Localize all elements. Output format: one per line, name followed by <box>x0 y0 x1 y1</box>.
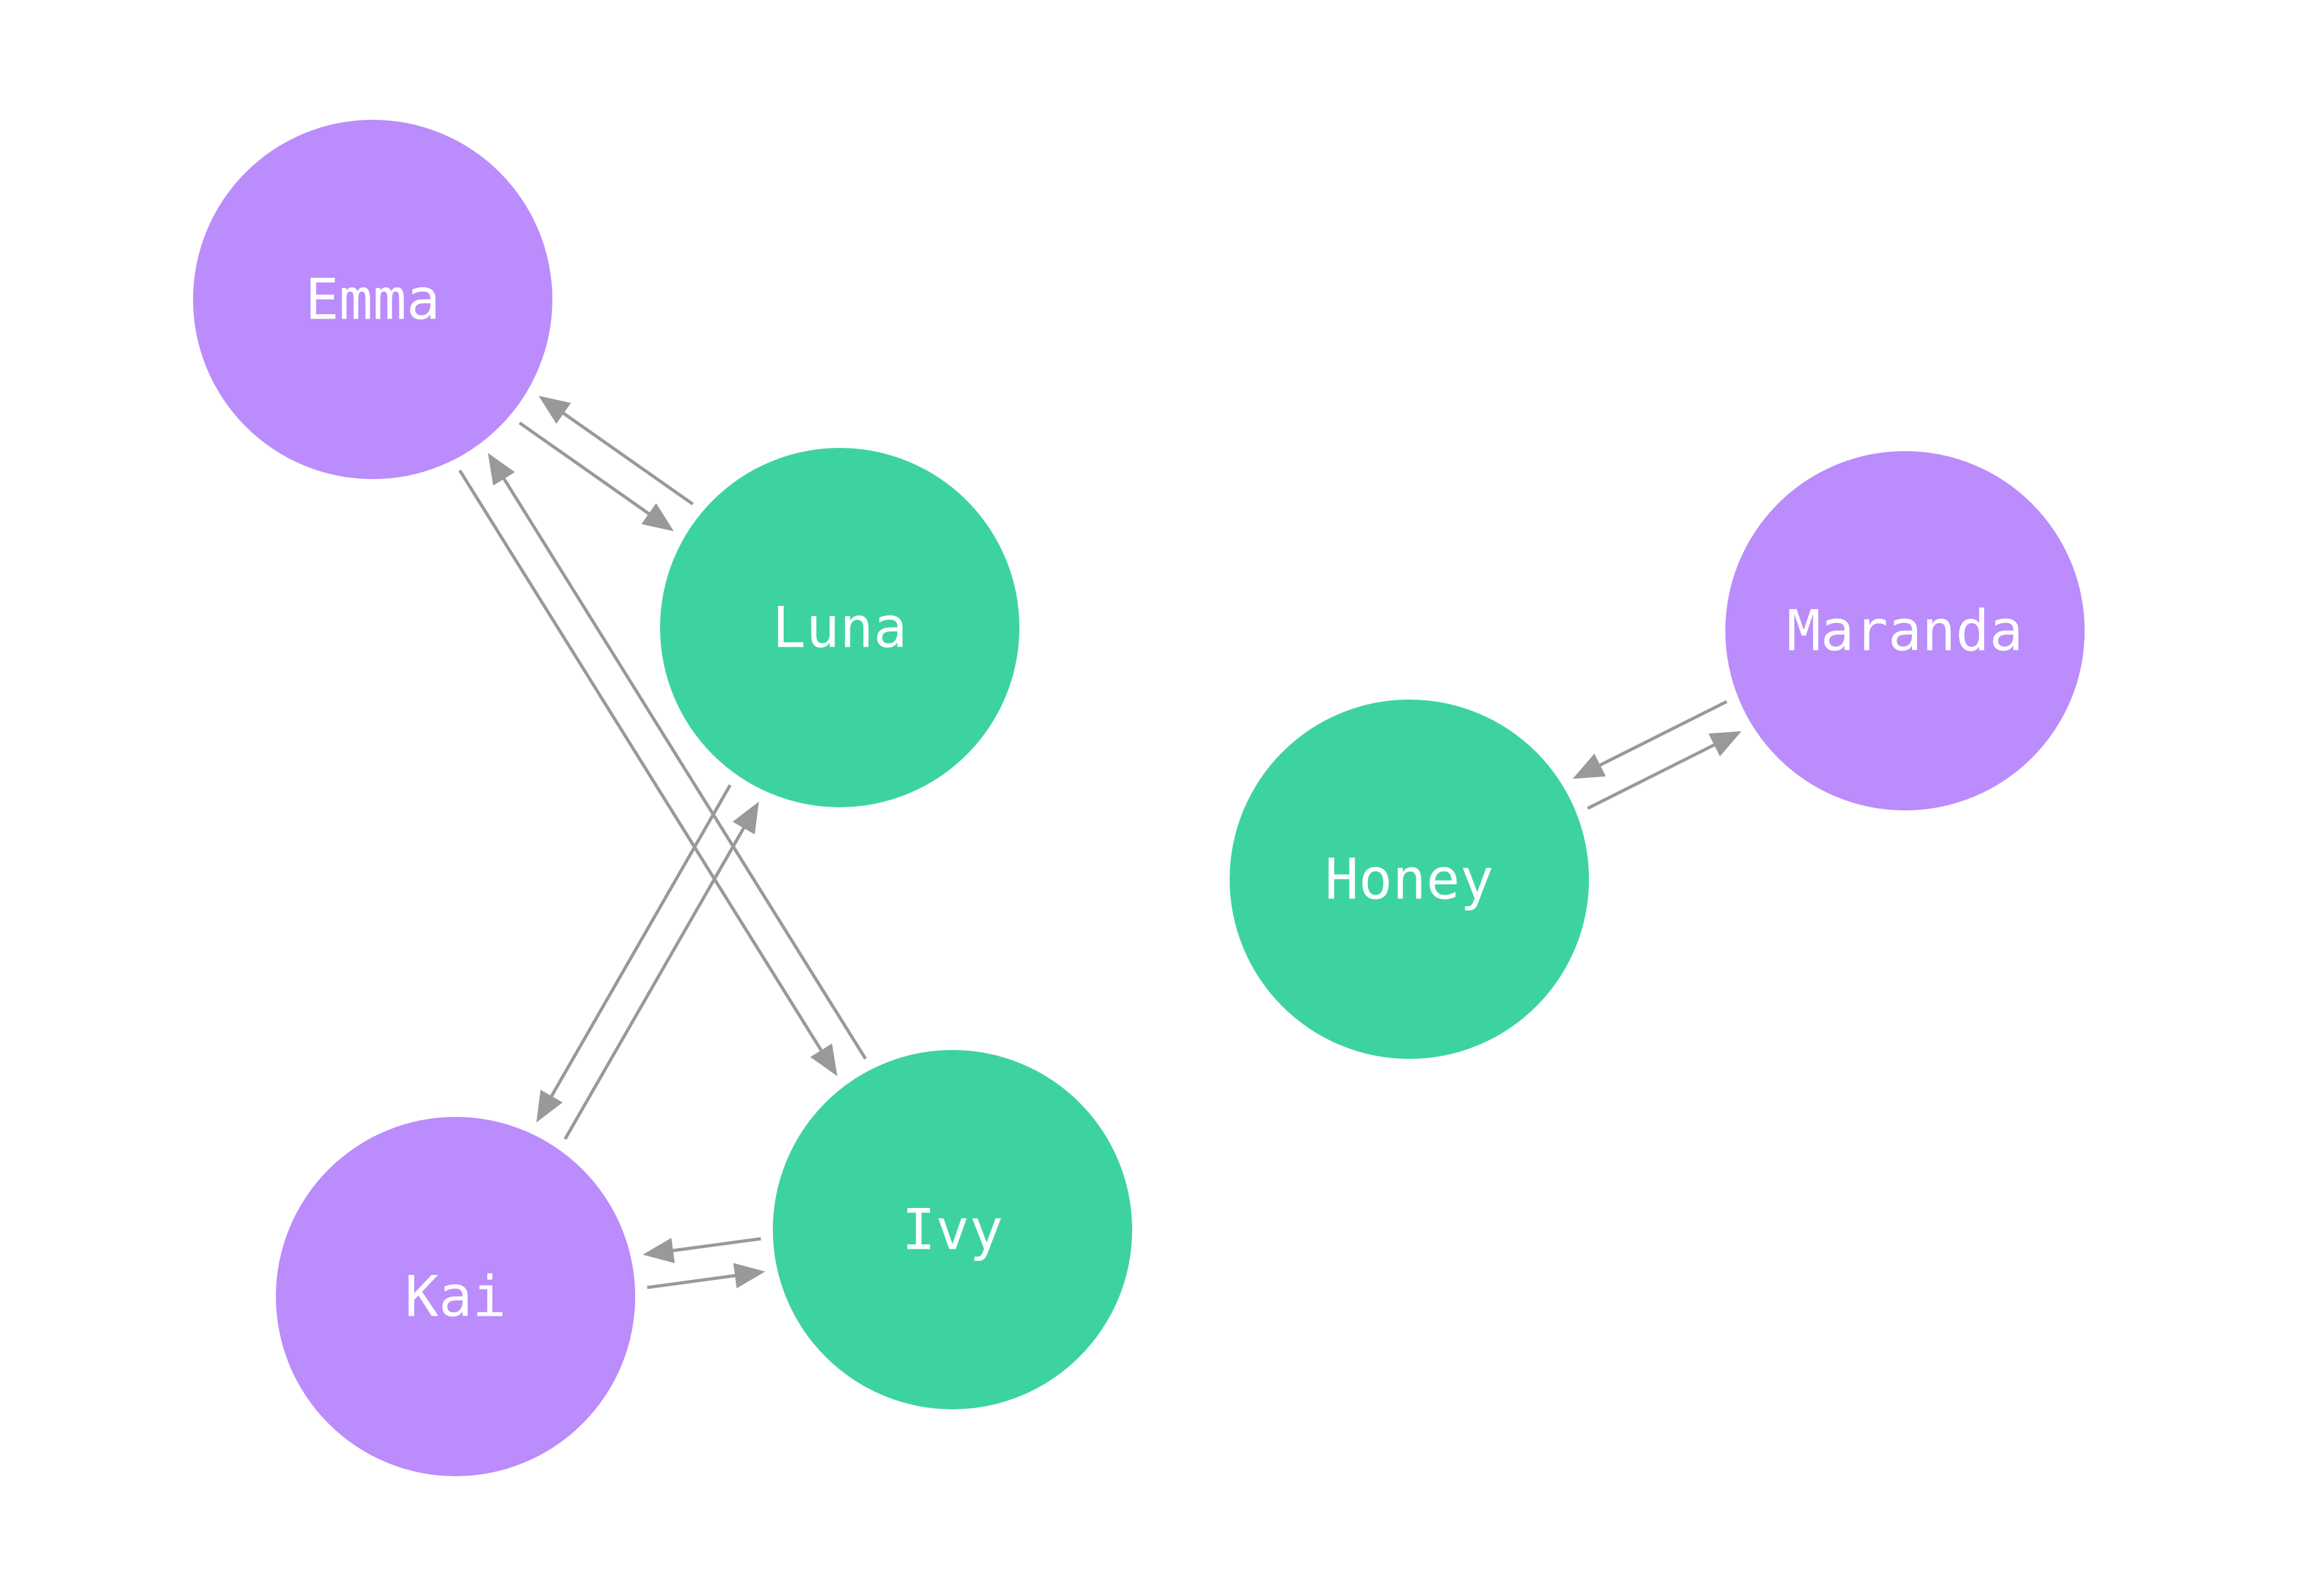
edge-ivy-to-kai <box>642 1237 761 1263</box>
edge-line <box>563 825 747 1140</box>
node-honey[interactable]: Honey <box>1230 700 1589 1059</box>
node-circle[interactable] <box>1725 451 2085 810</box>
node-kai[interactable]: Kai <box>276 1117 635 1476</box>
arrowhead-icon <box>732 802 759 835</box>
edge-ivy-to-emma <box>487 452 867 1060</box>
node-emma[interactable]: Emma <box>193 120 552 479</box>
edge-line <box>549 784 732 1099</box>
edge-emma-to-ivy <box>458 470 838 1077</box>
edge-line <box>519 421 652 517</box>
node-circle[interactable] <box>773 1050 1132 1409</box>
arrowhead-icon <box>536 1089 563 1123</box>
arrowhead-icon <box>487 452 515 486</box>
edge-line <box>501 475 867 1060</box>
node-circle[interactable] <box>193 120 552 479</box>
node-label: Maranda <box>1787 598 2023 664</box>
node-label: Kai <box>405 1264 507 1330</box>
edge-line <box>458 470 824 1054</box>
edge-maranda-to-honey <box>1572 700 1728 779</box>
edges-layer <box>458 396 1742 1290</box>
node-circle[interactable] <box>276 1117 635 1476</box>
node-circle[interactable] <box>660 448 1019 807</box>
edge-honey-to-maranda <box>1586 731 1742 810</box>
node-label: Ivy <box>902 1197 1003 1263</box>
node-ivy[interactable]: Ivy <box>773 1050 1132 1409</box>
node-label: Emma <box>305 267 440 333</box>
edge-line <box>670 1237 761 1253</box>
edge-line <box>560 410 694 506</box>
arrowhead-icon <box>810 1043 838 1077</box>
arrowhead-icon <box>733 1263 766 1289</box>
arrowhead-icon <box>1572 753 1606 779</box>
arrowhead-icon <box>538 396 571 424</box>
edge-emma-to-luna <box>519 421 674 531</box>
edge-luna-to-kai <box>536 784 732 1123</box>
arrowhead-icon <box>1708 731 1742 757</box>
edge-kai-to-luna <box>563 802 759 1140</box>
edge-line <box>1597 700 1728 768</box>
node-maranda[interactable]: Maranda <box>1725 451 2085 810</box>
arrowhead-icon <box>641 503 674 531</box>
edge-line <box>647 1274 738 1290</box>
edge-kai-to-ivy <box>647 1263 766 1290</box>
edge-luna-to-emma <box>538 396 694 506</box>
node-label: Honey <box>1325 847 1494 912</box>
arrowhead-icon <box>642 1237 675 1263</box>
edge-line <box>1586 742 1718 810</box>
node-circle[interactable] <box>1230 700 1589 1059</box>
node-label: Luna <box>772 595 907 661</box>
node-luna[interactable]: Luna <box>660 448 1019 807</box>
